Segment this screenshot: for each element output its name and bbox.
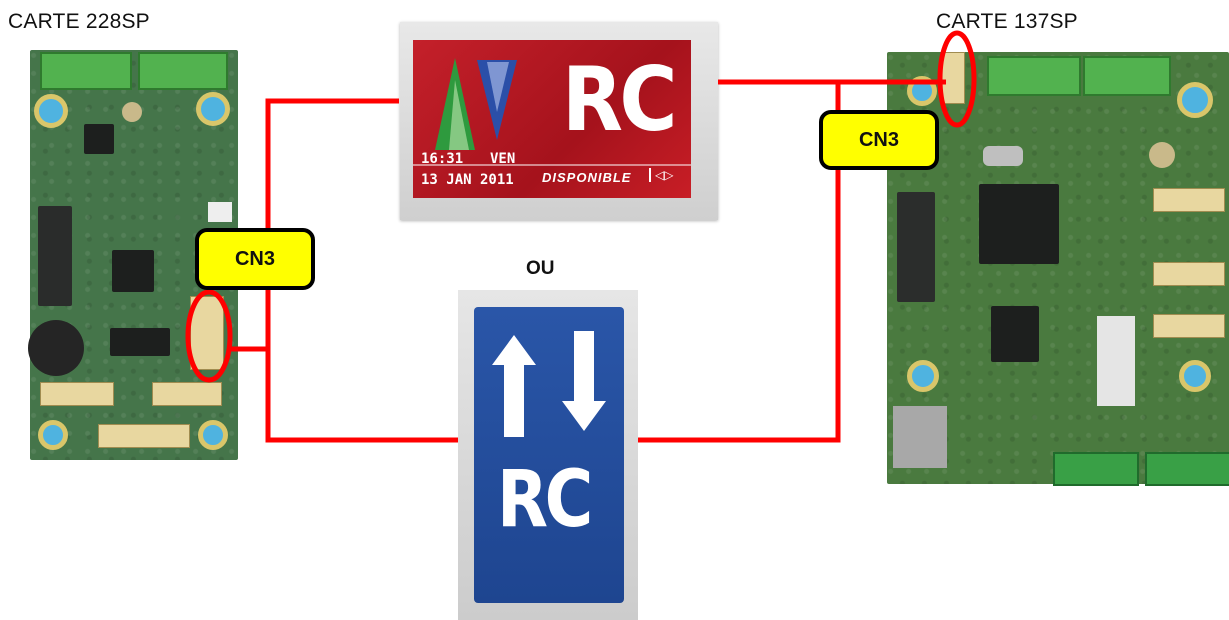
sd-card-slot <box>893 406 947 468</box>
rc-display-screen <box>413 40 691 198</box>
terminal-block <box>40 52 132 90</box>
capacitor <box>1149 142 1175 168</box>
display-divider <box>413 164 691 166</box>
board-137sp-label: CARTE 137SP <box>936 10 1078 33</box>
or-label: OU <box>526 258 555 279</box>
display-arrows-icon: ◁▷ <box>649 168 673 182</box>
connector <box>98 424 190 448</box>
terminal-block <box>138 52 228 90</box>
dip-switch <box>38 206 72 306</box>
cn3-highlight-right <box>937 30 977 128</box>
display-day: VEN <box>490 151 516 167</box>
mounting-hole <box>196 92 230 126</box>
capacitor <box>122 102 142 122</box>
display-date: 13 JAN 2011 <box>421 172 514 188</box>
board-228sp-label: CARTE 228SP <box>8 10 150 33</box>
board-228sp <box>28 50 238 460</box>
cn3-tag-left: CN3 <box>195 228 315 290</box>
down-arrow-icon <box>562 331 606 431</box>
mounting-hole <box>38 420 68 450</box>
display-time: 16:31 <box>421 151 464 167</box>
cn3-highlight-left <box>185 289 233 383</box>
connector <box>152 382 222 406</box>
board-137sp <box>887 52 1229 486</box>
component <box>110 328 170 356</box>
component <box>84 124 114 154</box>
rc-indicator-title: RC <box>497 455 593 545</box>
rc-indicator-screen <box>474 307 624 603</box>
cn3-tag-right: CN3 <box>819 110 939 170</box>
terminal-block <box>1053 452 1139 486</box>
cn3-header <box>190 296 224 370</box>
terminal-block <box>1145 452 1229 486</box>
dip-switch <box>897 192 935 302</box>
green-triangle-highlight <box>449 80 469 150</box>
mounting-hole <box>1177 82 1213 118</box>
connector <box>1153 262 1225 286</box>
mounting-hole <box>1179 360 1211 392</box>
crystal <box>983 146 1023 166</box>
component <box>208 202 232 222</box>
mounting-hole <box>34 94 68 128</box>
connector <box>40 382 114 406</box>
connector <box>1153 188 1225 212</box>
up-arrow-icon <box>492 335 536 437</box>
rc-logo-triangles <box>435 58 517 150</box>
buzzer <box>28 320 84 376</box>
microcontroller <box>112 250 154 292</box>
terminal-block <box>1083 56 1171 96</box>
memory-chip <box>991 306 1039 362</box>
blue-triangle-highlight <box>487 62 509 112</box>
microcontroller <box>979 184 1059 264</box>
label-sticker <box>1097 316 1135 406</box>
up-down-arrows-icon <box>492 331 606 437</box>
mounting-hole <box>907 360 939 392</box>
mounting-hole <box>198 420 228 450</box>
display-status: DISPONIBLE <box>542 170 632 185</box>
wire-right-loop <box>638 79 841 443</box>
rc-display-title: RC <box>562 48 678 151</box>
connector <box>1153 314 1225 338</box>
terminal-block <box>987 56 1081 96</box>
